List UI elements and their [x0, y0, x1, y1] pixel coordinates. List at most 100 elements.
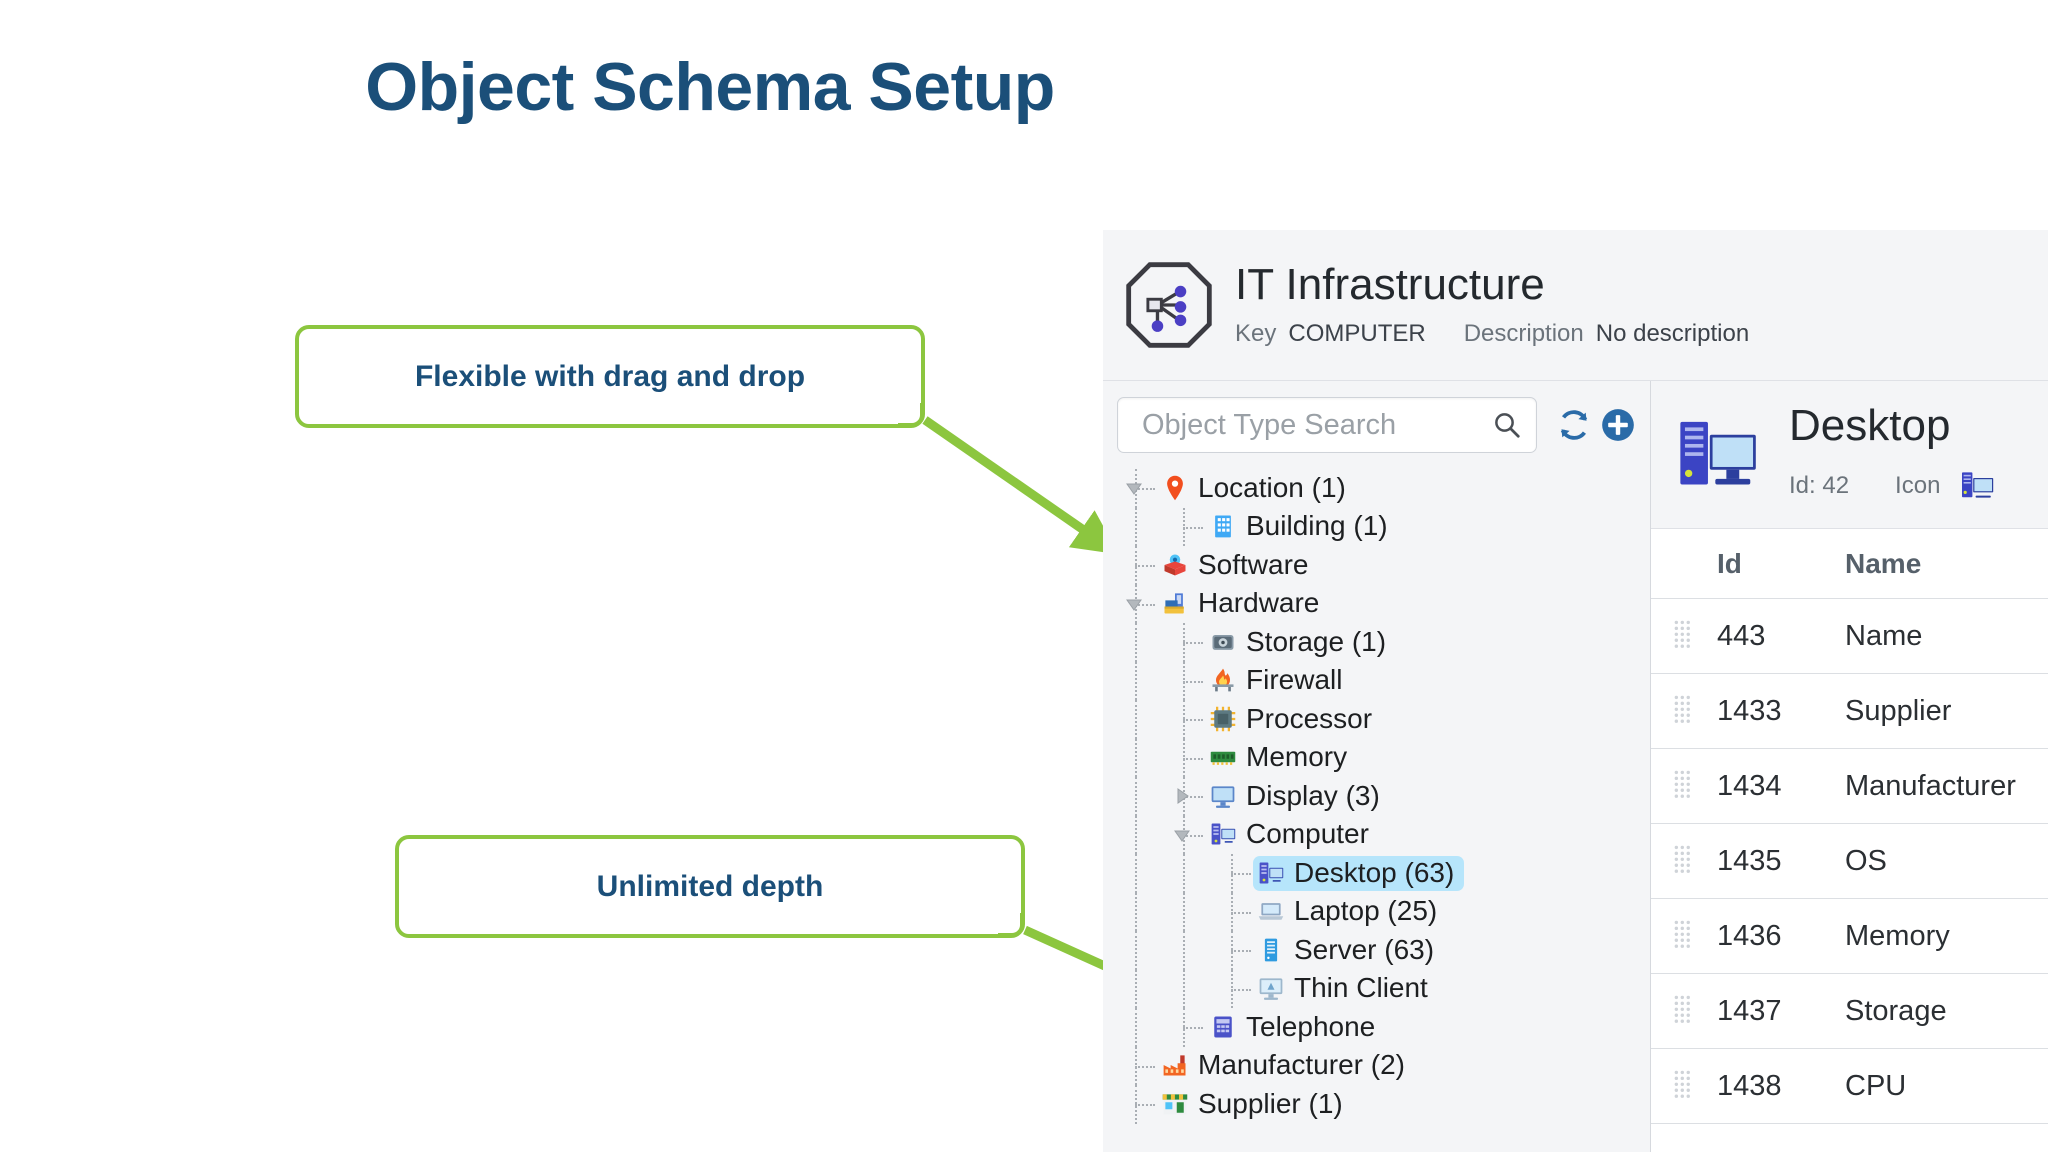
tree-node-software[interactable]: Software [1107, 546, 1650, 585]
cell-name: Supplier [1845, 694, 1952, 727]
tree-node-telephone[interactable]: Telephone [1107, 1008, 1650, 1047]
tree-guide-line [1135, 969, 1137, 1008]
search-input[interactable]: Object Type Search [1117, 397, 1537, 453]
chevron-right-icon[interactable] [1171, 785, 1193, 807]
computer-icon [1209, 820, 1237, 848]
table-row[interactable]: 1435 OS [1651, 824, 2048, 899]
tree-node-content: Hardware [1157, 586, 1329, 621]
cell-name: Storage [1845, 994, 1947, 1027]
table-row[interactable]: 1436 Memory [1651, 899, 2048, 974]
telephone-icon [1209, 1013, 1237, 1041]
tree-node-desktop[interactable]: Desktop (63) [1107, 854, 1650, 893]
tree-node-content: Desktop (63) [1253, 855, 1465, 891]
tree-node-laptop[interactable]: Laptop (25) [1107, 892, 1650, 931]
drag-handle-icon[interactable] [1673, 619, 1695, 653]
schema-network-icon [1126, 262, 1212, 348]
tree-guide-line [1135, 507, 1137, 546]
drag-handle-icon[interactable] [1673, 844, 1695, 878]
object-type-id: Id: 42 [1789, 471, 1850, 499]
tree-node-thin[interactable]: Thin Client [1107, 969, 1650, 1008]
row-drag-handle[interactable] [1673, 1069, 1717, 1103]
tree-elbow-line [1183, 834, 1203, 837]
tree-node-hardware[interactable]: Hardware [1107, 584, 1650, 623]
drag-handle-icon[interactable] [1673, 769, 1695, 803]
tree-node-storage[interactable]: Storage (1) [1107, 623, 1650, 662]
hard-disk-icon [1209, 628, 1237, 656]
hardware-case-icon [1161, 589, 1189, 617]
tree-elbow-line [1231, 873, 1251, 875]
key-value: COMPUTER [1288, 320, 1426, 348]
tree-node-display[interactable]: Display (3) [1107, 777, 1650, 816]
tree-node-building[interactable]: Building (1) [1107, 507, 1650, 546]
tree-node-content: Memory [1205, 740, 1357, 775]
laptop-icon [1257, 897, 1285, 925]
tree-node-computer[interactable]: Computer [1107, 815, 1650, 854]
tree-node-supplier[interactable]: Supplier (1) [1107, 1085, 1650, 1124]
table-row[interactable]: 1438 CPU [1651, 1049, 2048, 1124]
row-drag-handle[interactable] [1673, 769, 1717, 803]
desktop-small-icon[interactable] [1958, 466, 1998, 506]
row-drag-handle[interactable] [1673, 919, 1717, 953]
tree-node-processor[interactable]: Processor [1107, 700, 1650, 739]
tree-elbow-line [1135, 1065, 1155, 1068]
add-circle-icon[interactable] [1599, 406, 1637, 444]
key-label: Key [1235, 320, 1277, 348]
tree-node-label: Firewall [1246, 664, 1343, 696]
tree-guide-line [1135, 623, 1137, 662]
desktop-icon [1257, 859, 1285, 887]
column-header-name[interactable]: Name [1845, 547, 1922, 579]
row-drag-handle[interactable] [1673, 994, 1717, 1028]
tree-guide-line [1183, 931, 1185, 970]
icon-label: Icon [1895, 471, 1941, 499]
drag-handle-icon[interactable] [1673, 994, 1695, 1028]
tree-elbow-line [1183, 526, 1203, 529]
tree-node-manufacturer[interactable]: Manufacturer (2) [1107, 1046, 1650, 1085]
table-row[interactable]: 1434 Manufacturer [1651, 749, 2048, 824]
cell-name: Name [1845, 619, 1923, 652]
drag-handle-icon[interactable] [1673, 1069, 1695, 1103]
tree-node-label: Computer [1246, 818, 1369, 850]
tree-guide-line [1135, 854, 1137, 893]
tree-node-label: Processor [1246, 702, 1373, 734]
detail-meta-row: Id: 42 Icon [1789, 466, 1998, 506]
cell-id: 443 [1717, 619, 1766, 652]
tree-guide-line [1183, 892, 1185, 931]
tree-node-memory[interactable]: Memory [1107, 738, 1650, 777]
drag-handle-icon[interactable] [1673, 694, 1695, 728]
page-title: Object Schema Setup [365, 49, 1055, 125]
tree-node-label: Location (1) [1198, 471, 1346, 503]
row-drag-handle[interactable] [1673, 694, 1717, 728]
cell-id: 1435 [1717, 844, 1782, 877]
tree-guide-line [1135, 738, 1137, 777]
cell-name: CPU [1845, 1069, 1907, 1102]
tree-node-label: Supplier (1) [1198, 1087, 1343, 1119]
tree-elbow-line [1231, 988, 1251, 991]
software-box-icon [1161, 551, 1189, 579]
column-header-id[interactable]: Id [1717, 547, 1742, 579]
table-row[interactable]: 1437 Storage [1651, 974, 2048, 1049]
tree-node-server[interactable]: Server (63) [1107, 931, 1650, 970]
tree-guide-line [1135, 892, 1137, 931]
table-row[interactable]: 1433 Supplier [1651, 674, 2048, 749]
detail-title: Desktop [1789, 400, 1951, 450]
callout-label: Unlimited depth [596, 869, 824, 903]
table-row[interactable]: 443 Name [1651, 599, 2048, 674]
chevron-down-icon[interactable] [1123, 593, 1145, 615]
tree-elbow-line [1231, 911, 1251, 914]
refresh-icon[interactable] [1555, 406, 1593, 444]
chevron-down-icon[interactable] [1123, 477, 1145, 499]
drag-handle-icon[interactable] [1673, 919, 1695, 953]
tree-node-firewall[interactable]: Firewall [1107, 661, 1650, 700]
callout-unlimited-depth: Unlimited depth [395, 835, 1025, 938]
building-icon [1209, 512, 1237, 540]
row-drag-handle[interactable] [1673, 619, 1717, 653]
tree-elbow-line [1183, 796, 1203, 798]
tree-node-label: Hardware [1198, 587, 1320, 619]
row-drag-handle[interactable] [1673, 844, 1717, 878]
schema-header: IT Infrastructure Key COMPUTER Descripti… [1103, 230, 2048, 380]
location-pin-icon [1161, 474, 1189, 502]
chevron-down-icon[interactable] [1171, 824, 1193, 846]
tree-node-location[interactable]: Location (1) [1107, 469, 1650, 508]
tree-elbow-line [1183, 757, 1203, 760]
tree-node-content: Computer [1205, 817, 1379, 852]
